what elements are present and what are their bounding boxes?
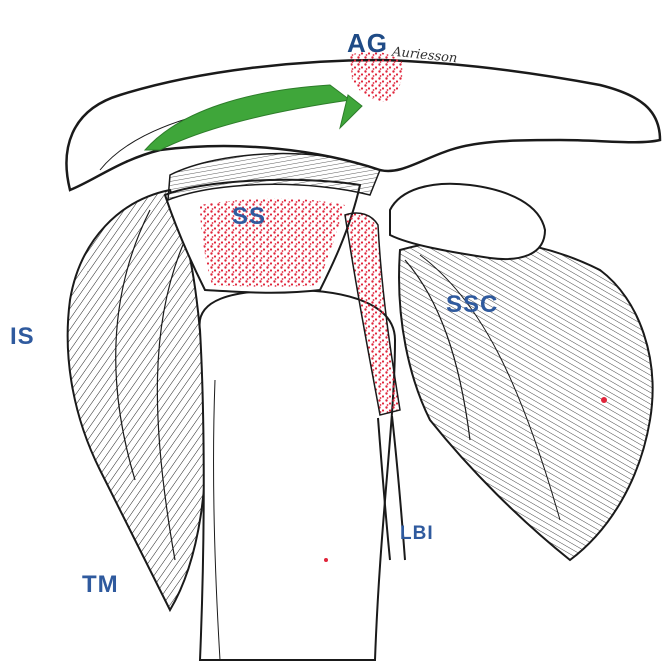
label-ag: AG [347, 28, 388, 58]
label-is: IS [10, 323, 35, 350]
supraspinatus-tendon [163, 152, 381, 294]
red-marks [324, 397, 607, 562]
subscapularis-muscle [398, 238, 654, 562]
infraspinatus-muscle [66, 188, 208, 613]
humerus [198, 288, 397, 661]
label-ssc: SSC [446, 291, 499, 318]
label-lbi: LBI [400, 523, 434, 544]
acromioclavicular-joint-highlight [350, 51, 403, 102]
label-tm: TM [82, 571, 119, 598]
label-ss: SS [232, 203, 267, 230]
biceps-long-head-tendon [344, 212, 406, 561]
coracoacromial-ligament-highlight [143, 84, 363, 151]
coracoid-process [389, 182, 547, 261]
